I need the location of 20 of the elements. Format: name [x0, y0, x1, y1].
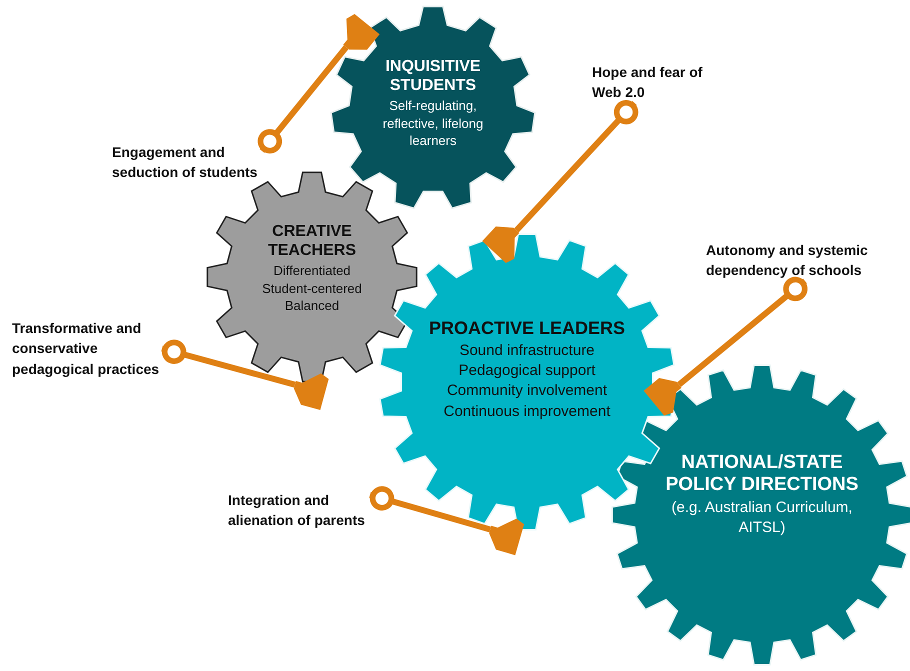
leader-line: [644, 276, 808, 416]
gear-heading: INQUISITIVE STUDENTS: [384, 58, 482, 96]
leader-line: [482, 100, 638, 264]
gear-heading: NATIONAL/STATE POLICY DIRECTIONS: [664, 452, 860, 496]
gear-description: Sound infrastructure Pedagogical support Community involvement Continuous improvement: [442, 340, 612, 422]
leader-line: [369, 486, 524, 556]
callout-text: Autonomy and systemic dependency of schools: [706, 240, 871, 281]
gear-heading: CREATIVE TEACHERS: [266, 223, 357, 260]
gear-description: Self-regulating, reflective, lifelong learners: [382, 97, 484, 150]
gear-shape: [612, 365, 910, 665]
gear-description: Differentiated Student-centered Balanced: [261, 262, 363, 315]
gear-heading: PROACTIVE LEADERS: [428, 318, 626, 339]
callout-text: Transformative and conservative pedagogical practices: [12, 318, 162, 379]
leader-line: [161, 340, 329, 410]
gear-description: (e.g. Australian Curriculum, AITSL): [670, 498, 854, 538]
gear-shape: [331, 6, 535, 210]
callout-text: Integration and alienation of parents: [228, 490, 370, 531]
leader-line: [258, 14, 380, 154]
callout-text: Hope and fear of Web 2.0: [592, 62, 704, 103]
callout-text: Engagement and seduction of students: [112, 142, 262, 183]
